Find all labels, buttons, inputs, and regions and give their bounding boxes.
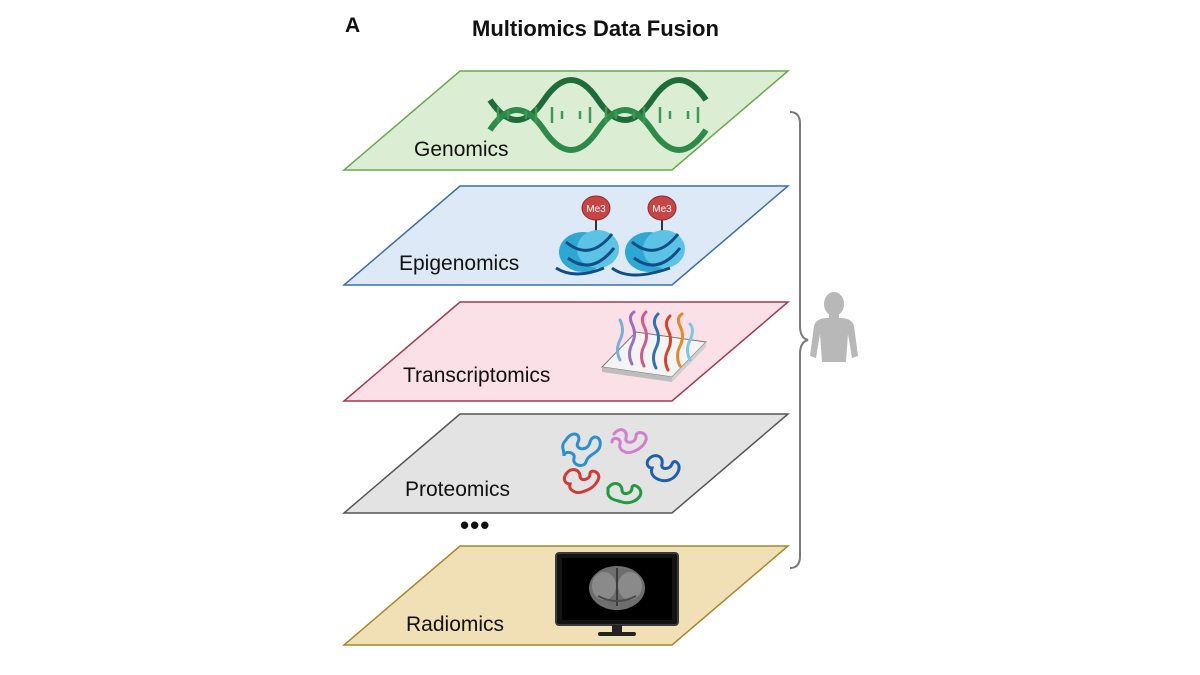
human-silhouette-icon xyxy=(810,292,858,362)
protein-coils-icon xyxy=(561,428,681,505)
layer-epigenomics: Me3 Me3 xyxy=(341,185,791,286)
nucleosome-methylation-icon: Me3 Me3 xyxy=(555,195,685,277)
methyl-badge-1: Me3 xyxy=(586,204,606,215)
methyl-badge-2: Me3 xyxy=(652,204,672,215)
layer-radiomics xyxy=(341,545,791,646)
rna-microarray-icon xyxy=(600,310,708,382)
more-layers-ellipsis: ••• xyxy=(460,510,491,540)
panel-letter: A xyxy=(345,14,361,37)
layer-label-proteomics: Proteomics xyxy=(405,478,511,501)
layer-label-genomics: Genomics xyxy=(414,138,509,161)
layer-label-radiomics: Radiomics xyxy=(406,613,505,636)
figure-title: Multiomics Data Fusion xyxy=(472,16,719,41)
proteomics-plane xyxy=(341,413,791,514)
layer-transcriptomics xyxy=(341,301,791,402)
layer-label-epigenomics: Epigenomics xyxy=(399,252,520,275)
genomics-plane xyxy=(341,70,791,171)
layer-genomics xyxy=(341,70,791,171)
brain-scan-monitor-icon xyxy=(555,552,679,636)
curly-brace-icon xyxy=(789,111,809,569)
layer-label-transcriptomics: Transcriptomics xyxy=(403,364,551,387)
dna-helix-icon xyxy=(487,77,709,153)
layer-proteomics xyxy=(341,413,791,514)
